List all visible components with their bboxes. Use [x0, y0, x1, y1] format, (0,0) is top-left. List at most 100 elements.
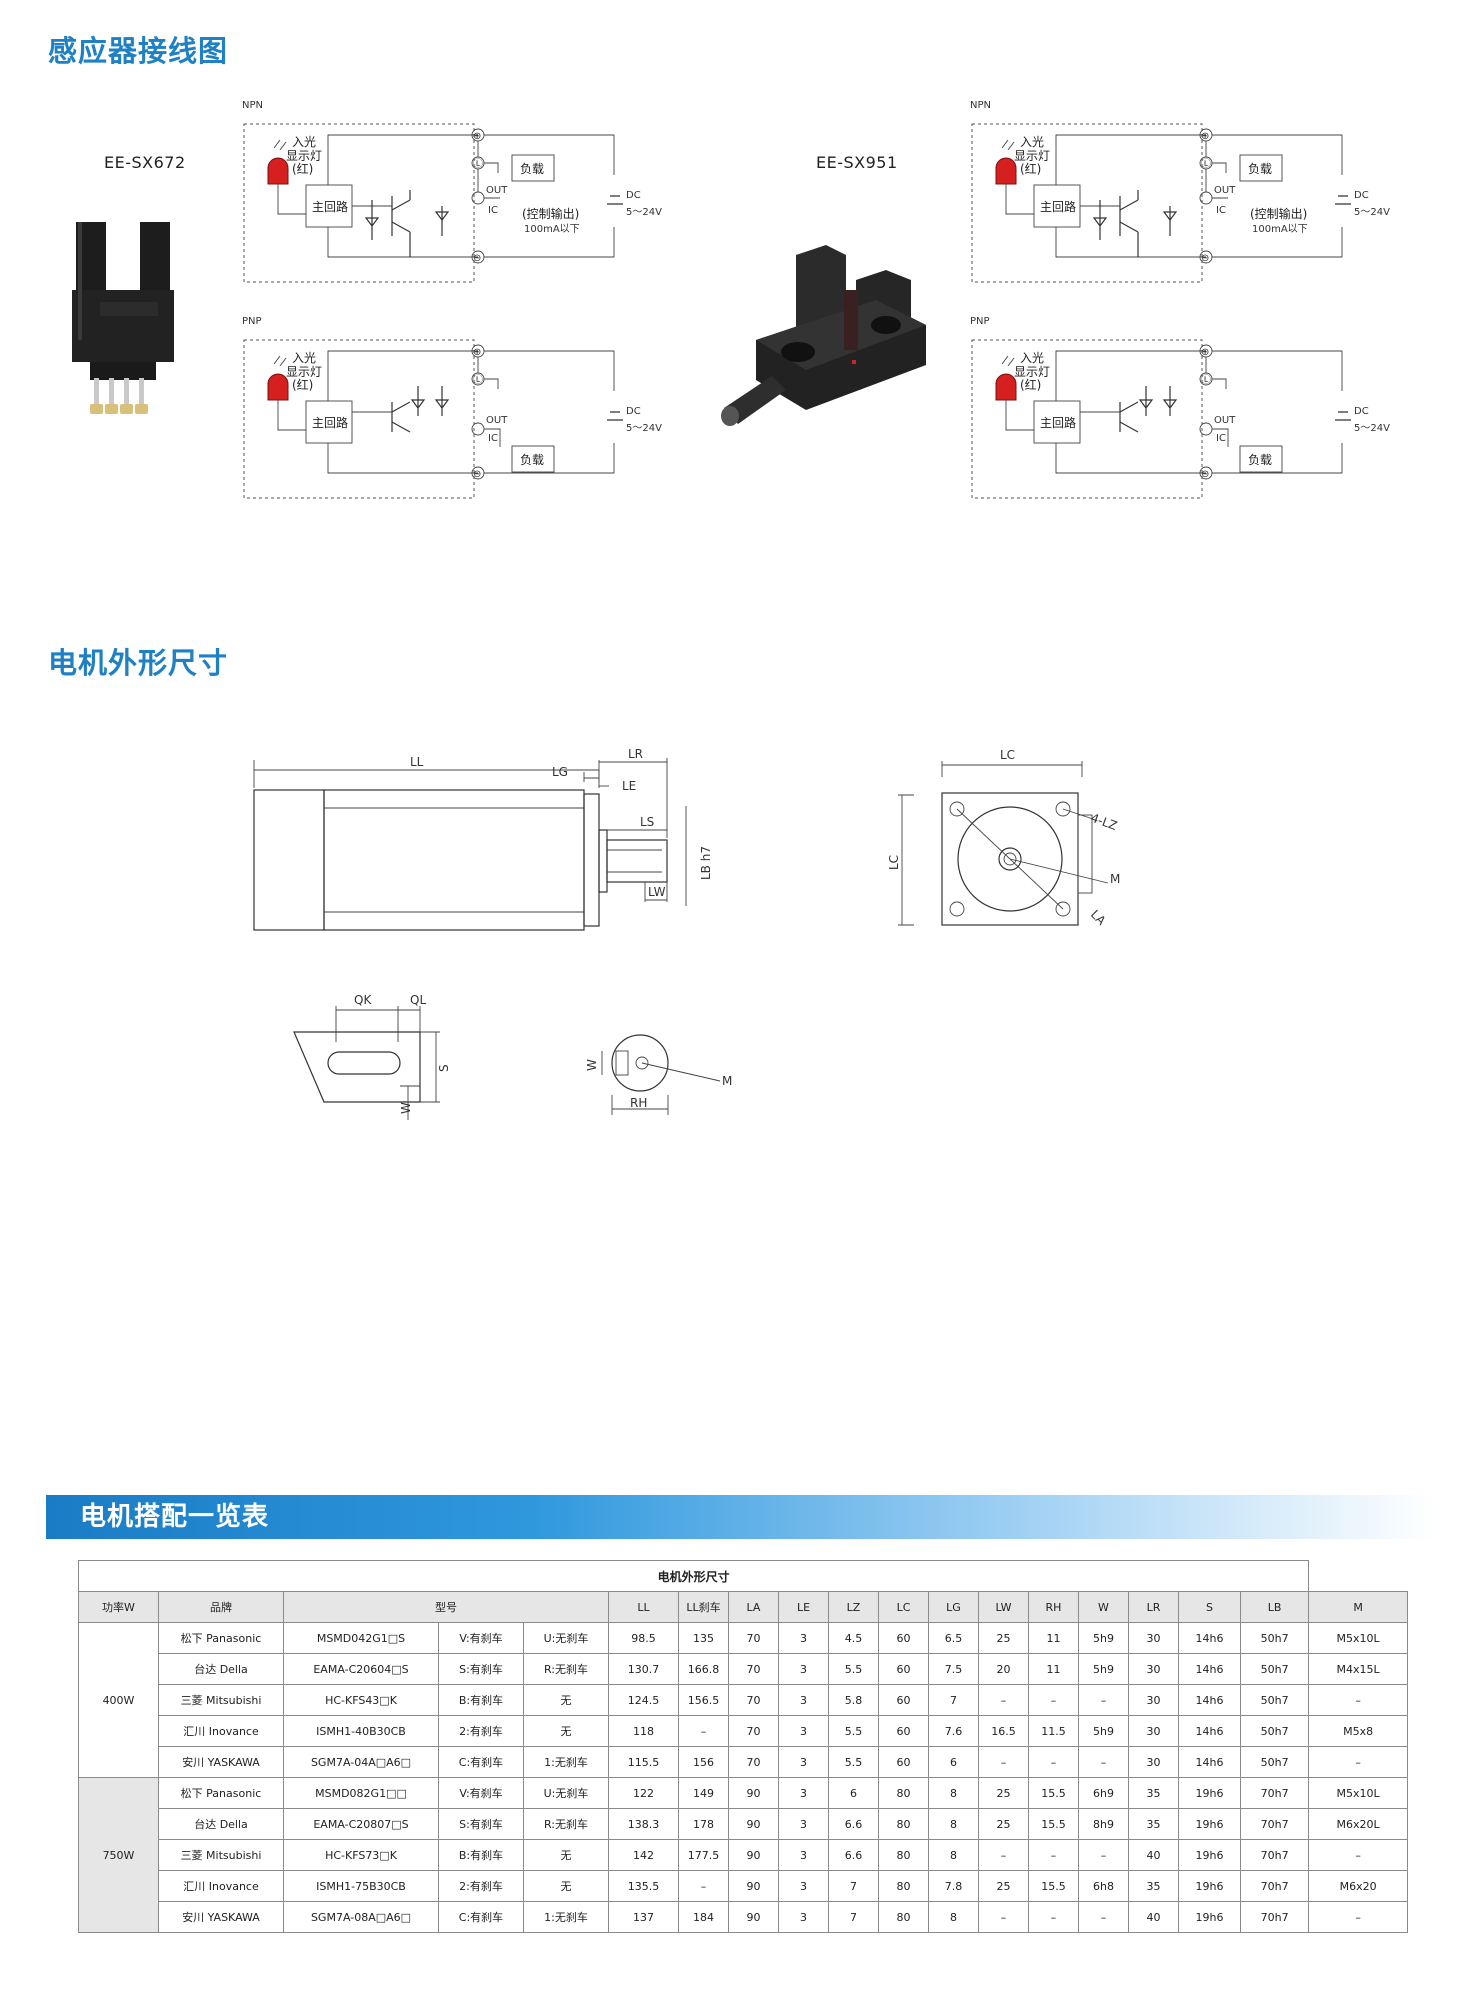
table-cell: 11.5 — [1028, 1715, 1079, 1747]
table-cell: MSMD082G1□□ — [283, 1777, 439, 1809]
header-1: 品牌 — [158, 1591, 284, 1623]
table-cell: 70 — [728, 1622, 779, 1654]
table-cell: 8 — [928, 1901, 979, 1933]
table-cell: 124.5 — [608, 1684, 679, 1716]
shaft-key-detail-drawing: QK QL S W — [293, 993, 451, 1120]
table-cell: – — [978, 1839, 1029, 1871]
svg-text:NPN: NPN — [970, 100, 991, 111]
table-cell: B:有刹车 — [438, 1839, 524, 1871]
header-5: LA — [728, 1591, 779, 1623]
table-cell: 138.3 — [608, 1808, 679, 1840]
sensor-ee-sx951-image — [721, 245, 926, 426]
table-cell: 5h9 — [1078, 1715, 1129, 1747]
table-cell: 149 — [678, 1777, 729, 1809]
table-cell: 14h6 — [1178, 1715, 1241, 1747]
table-cell: 5h9 — [1078, 1622, 1129, 1654]
table-cell: 6h8 — [1078, 1870, 1129, 1902]
table-cell: 3 — [778, 1870, 829, 1902]
table-cell: – — [1028, 1901, 1079, 1933]
svg-text:LR: LR — [628, 747, 643, 761]
table-cell: 156.5 — [678, 1684, 729, 1716]
table-cell: 177.5 — [678, 1839, 729, 1871]
main-circuit-label: 主回路 — [312, 199, 348, 214]
table-cell: 25 — [978, 1808, 1029, 1840]
table-cell: U:无刹车 — [523, 1777, 609, 1809]
table-cell: 2:有刹车 — [438, 1715, 524, 1747]
table-cell: EAMA-C20807□S — [283, 1808, 439, 1840]
header-2: 型号 — [283, 1591, 609, 1623]
table-cell: 台达 Della — [158, 1653, 284, 1685]
svg-text:M: M — [722, 1074, 732, 1088]
header-16: M — [1308, 1591, 1408, 1623]
table-cell: 70 — [728, 1653, 779, 1685]
table-cell: C:有刹车 — [438, 1901, 524, 1933]
table-section-title: 电机搭配一览表 — [80, 1502, 270, 1532]
table-cell: ISMH1-75B30CB — [283, 1870, 439, 1902]
table-cell: – — [1078, 1839, 1129, 1871]
svg-text:⊕: ⊕ — [1201, 131, 1209, 142]
table-cell: 90 — [728, 1808, 779, 1840]
circuit-ee-sx951-pnp: PNP 主回路 入光 显示灯 (红) ⊕ Ⓛ ⊖ OUT IC 负载 DC 5～… — [970, 316, 1390, 499]
table-cell: 90 — [728, 1901, 779, 1933]
table-cell: 7 — [928, 1684, 979, 1716]
header-13: LR — [1128, 1591, 1179, 1623]
header-15: LB — [1239, 1591, 1310, 1623]
table-cell: 3 — [778, 1839, 829, 1871]
table-cell: 40 — [1128, 1901, 1179, 1933]
table-cell: – — [1308, 1901, 1408, 1933]
table-cell: 6 — [928, 1746, 979, 1778]
table-cell: 35 — [1128, 1870, 1179, 1902]
table-cell: 30 — [1128, 1653, 1179, 1685]
table-cell: HC-KFS73□K — [283, 1839, 439, 1871]
table-cell: – — [978, 1684, 1029, 1716]
table-cell: 6.5 — [928, 1622, 979, 1654]
table-cell: 汇川 Inovance — [158, 1870, 284, 1902]
table-cell: 15.5 — [1028, 1777, 1079, 1809]
power-cell: 400W — [78, 1622, 159, 1778]
svg-text:显示灯: 显示灯 — [1014, 149, 1050, 163]
svg-text:M: M — [1110, 872, 1120, 886]
table-cell: 19h6 — [1178, 1839, 1241, 1871]
svg-text:LC: LC — [1000, 748, 1015, 762]
table-cell: 19h6 — [1178, 1901, 1241, 1933]
svg-text:Ⓛ: Ⓛ — [1201, 158, 1211, 170]
table-cell: 7 — [828, 1870, 879, 1902]
light-label-1: 入光 — [292, 135, 316, 149]
svg-text:LS: LS — [640, 815, 654, 829]
table-cell: 60 — [878, 1715, 929, 1747]
svg-text:LB h7: LB h7 — [699, 846, 713, 880]
sensor-ee-sx672-image — [72, 222, 174, 414]
svg-text:LE: LE — [622, 779, 636, 793]
table-cell: 25 — [978, 1622, 1029, 1654]
table-cell: 3 — [778, 1901, 829, 1933]
table-cell: S:有刹车 — [438, 1808, 524, 1840]
table-cell: 60 — [878, 1622, 929, 1654]
table-cell: 5.8 — [828, 1684, 879, 1716]
svg-text:负载: 负载 — [1248, 162, 1272, 176]
table-cell: 115.5 — [608, 1746, 679, 1778]
table-cell: 35 — [1128, 1808, 1179, 1840]
svg-text:DC: DC — [626, 406, 641, 417]
table-cell: 70 — [728, 1746, 779, 1778]
table-cell: 三菱 Mitsubishi — [158, 1684, 284, 1716]
table-cell: 7.5 — [928, 1653, 979, 1685]
svg-text:LW: LW — [648, 885, 666, 899]
svg-text:主回路: 主回路 — [312, 415, 348, 430]
table-cell: – — [978, 1746, 1029, 1778]
table-cell: – — [1078, 1901, 1129, 1933]
table-cell: 1:无刹车 — [523, 1901, 609, 1933]
table-cell: 14h6 — [1178, 1653, 1241, 1685]
table-cell: 6 — [828, 1777, 879, 1809]
table-cell: 无 — [523, 1870, 609, 1902]
svg-text:QL: QL — [410, 993, 426, 1007]
table-cell: 19h6 — [1178, 1777, 1241, 1809]
table-cell: 安川 YASKAWA — [158, 1746, 284, 1778]
table-cell: 3 — [778, 1653, 829, 1685]
svg-text:DC: DC — [1354, 190, 1369, 201]
svg-text:IC: IC — [1216, 433, 1226, 444]
